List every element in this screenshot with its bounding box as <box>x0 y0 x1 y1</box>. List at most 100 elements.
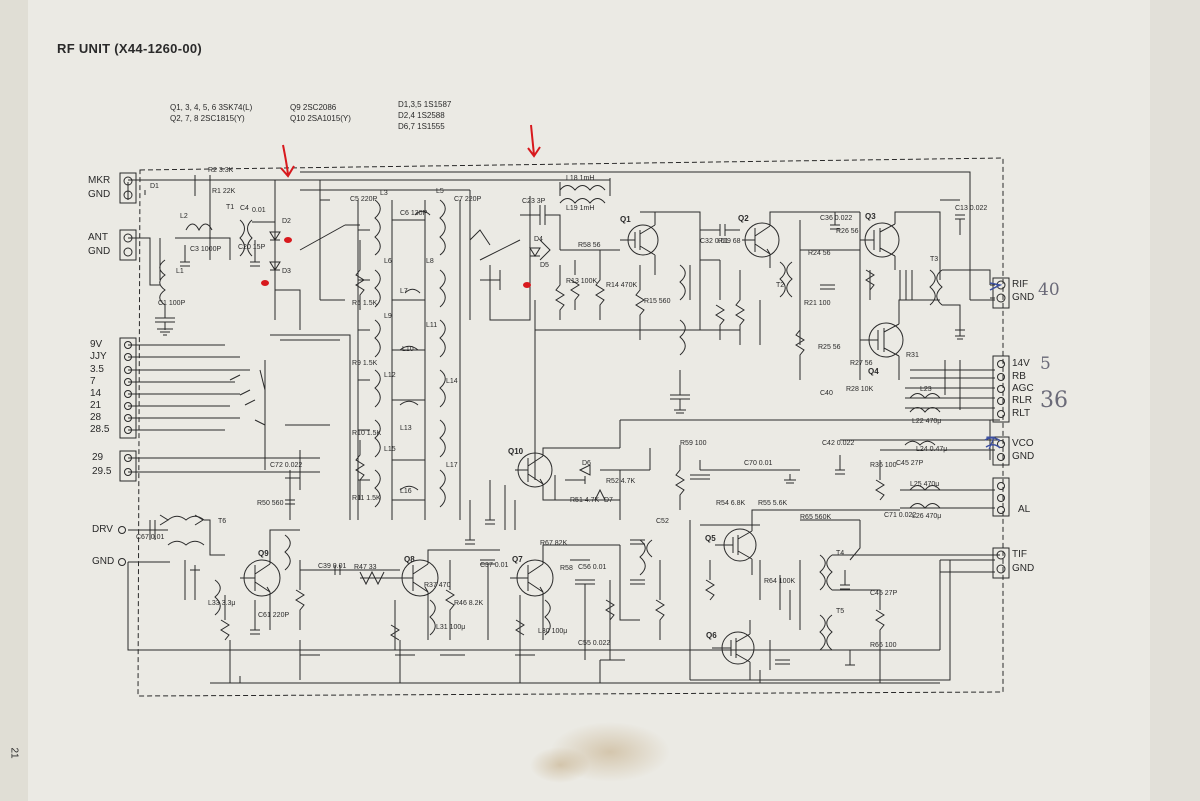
component-label: C55 0.022 <box>578 640 611 647</box>
transistor-label: Q3 <box>865 212 876 221</box>
component-label: L14 <box>446 378 458 385</box>
component-label: R9 1.5K <box>352 360 378 367</box>
component-label: T4 <box>836 550 845 557</box>
terminal-label-al: AL <box>1018 504 1031 515</box>
terminal-label-vco: VCO <box>1012 438 1034 449</box>
legend-line: D2,4 1S2588 <box>398 111 445 120</box>
component-label: C23 3P <box>522 198 546 205</box>
component-label: C7 220P <box>454 196 482 203</box>
component-label: L7 <box>400 288 408 295</box>
terminal-label-gnd: GND <box>1012 292 1035 303</box>
component-label: R24 56 <box>808 250 831 257</box>
component-label: C70 0.01 <box>744 460 773 467</box>
component-label: L1 <box>176 268 184 275</box>
component-label: R11 1.5K <box>352 495 381 502</box>
terminal-label-rlr: RLR <box>1012 395 1033 406</box>
terminal-label-gnd: GND <box>88 246 111 257</box>
component-label: R58 56 <box>578 242 601 249</box>
component-label: R26 56 <box>836 228 859 235</box>
component-label: R46 8.2K <box>454 600 484 607</box>
component-label: L10 <box>402 346 414 353</box>
terminal-label-gnd: GND <box>1012 451 1035 462</box>
transistor-label: Q4 <box>868 367 879 376</box>
component-label: L5 <box>436 188 444 195</box>
transistor-label: Q5 <box>705 534 716 543</box>
handwritten-note: 7 <box>985 434 996 454</box>
terminal-label-rb: RB <box>1012 371 1026 382</box>
component-label: C36 0.022 <box>820 215 853 222</box>
component-label: R25 56 <box>818 344 841 351</box>
legend-line: Q9 2SC2086 <box>290 103 337 112</box>
transistor-label: Q8 <box>404 555 415 564</box>
component-label: C56 0.01 <box>578 564 607 571</box>
component-label: L3 <box>380 190 388 197</box>
component-label: C6 130P <box>400 210 428 217</box>
component-label: C20 15P <box>238 244 266 251</box>
component-label: R59 100 <box>680 440 707 447</box>
component-label: T6 <box>218 518 227 525</box>
terminal-label-band: 28 <box>90 412 102 423</box>
terminal-label-band: 14 <box>90 388 102 399</box>
component-label: T2 <box>776 282 785 289</box>
component-label: R5 1.5K <box>352 300 378 307</box>
component-label: C42 0.022 <box>822 440 855 447</box>
component-label: C3 1000P <box>190 246 222 253</box>
legend-line: Q10 2SA1015(Y) <box>290 114 351 123</box>
component-label: R64 100K <box>764 578 796 585</box>
legend-line: D6,7 1S1555 <box>398 122 445 131</box>
component-label: R54 6.8K <box>716 500 746 507</box>
component-label: C13 0.022 <box>955 205 988 212</box>
legend-line: Q1, 3, 4, 5, 6 3SK74(L) <box>170 103 253 112</box>
component-label: C5 220P <box>350 196 378 203</box>
component-label: D4 <box>534 236 543 243</box>
terminal-label-band: 21 <box>90 400 102 411</box>
component-label: R65 560K <box>800 514 832 521</box>
schematic-title: RF UNIT (X44-1260-00) <box>57 41 203 56</box>
component-label: L9 <box>384 313 392 320</box>
component-label: C37 0.01 <box>480 562 509 569</box>
terminal-label-ant: ANT <box>88 232 108 243</box>
component-label: R58 <box>560 565 573 572</box>
legend-line: Q2, 7, 8 2SC1815(Y) <box>170 114 245 123</box>
component-label: 0.01 <box>252 207 266 214</box>
component-label: C4 <box>240 205 249 212</box>
component-label: L22 470μ <box>912 418 942 425</box>
component-label: C45 27P <box>896 460 924 467</box>
component-label: R50 560 <box>257 500 284 507</box>
component-label: L24 0.47μ <box>916 446 948 453</box>
component-label: R2 3.3K <box>208 167 234 174</box>
page-number: 21 <box>8 747 20 759</box>
component-label: T1 <box>226 204 235 211</box>
component-label: R47 33 <box>354 564 377 571</box>
component-label: R19 68 <box>718 238 741 245</box>
component-label: T3 <box>930 256 939 263</box>
component-label: R27 56 <box>850 360 873 367</box>
component-label: R36 100 <box>870 462 897 469</box>
component-label: R15 560 <box>644 298 671 305</box>
handwritten-note: 36 <box>1040 388 1068 413</box>
component-label: C71 0.022 <box>884 512 917 519</box>
terminal-label-gnd: GND <box>88 189 111 200</box>
component-label: L19 1mH <box>566 205 595 212</box>
terminal-label-band: 29 <box>92 452 104 463</box>
terminal-label-14v: 14V <box>1012 358 1030 369</box>
component-label: D5 <box>540 262 549 269</box>
component-label: R67 82K <box>540 540 568 547</box>
transistor-label: Q6 <box>706 631 717 640</box>
component-label: R66 100 <box>870 642 897 649</box>
component-label: R51 4.7K <box>570 497 600 504</box>
component-label: L2 <box>180 213 188 220</box>
component-label: T5 <box>836 608 845 615</box>
component-label: D6 <box>582 460 591 467</box>
component-label: R28 10K <box>846 386 874 393</box>
terminal-label-tif: TIF <box>1012 549 1027 560</box>
component-label: R13 100K <box>566 278 598 285</box>
component-label: D3 <box>282 268 291 275</box>
terminal-label-rif: RIF <box>1012 279 1029 290</box>
component-label: L13 <box>400 425 412 432</box>
transistor-label: Q7 <box>512 555 523 564</box>
component-label: L18 1mH <box>566 175 595 182</box>
component-label: L11 <box>426 322 438 329</box>
terminal-label-rlt: RLT <box>1012 408 1031 419</box>
component-label: L8 <box>426 258 434 265</box>
